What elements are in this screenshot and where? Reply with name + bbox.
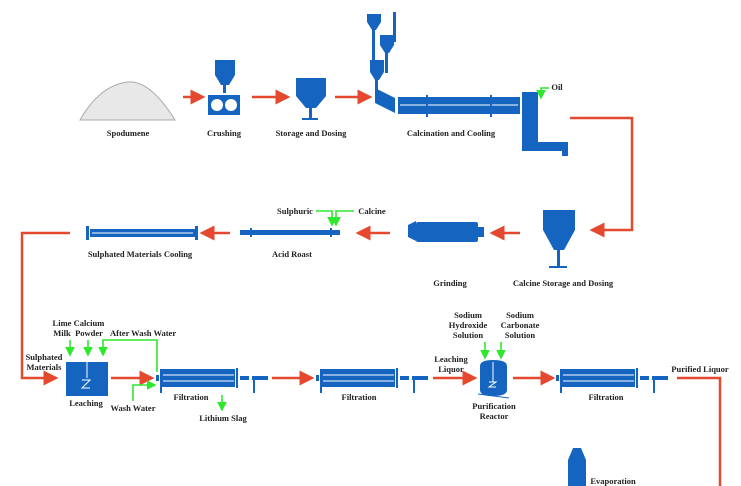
- label-calcium-powder-2: Powder: [75, 328, 103, 338]
- label-leaching: Leaching: [69, 398, 103, 408]
- label-purification-reactor-2: Reactor: [480, 411, 509, 421]
- label-sulphated-materials-2: Materials: [27, 362, 63, 372]
- label-lime-milk: Lime: [53, 318, 72, 328]
- label-sulphated-materials: Sulphated: [26, 352, 63, 362]
- label-crushing: Crushing: [207, 128, 242, 138]
- label-calcine-storage: Calcine Storage and Dosing: [513, 278, 614, 288]
- label-na2co3: Sodium: [506, 310, 534, 320]
- filter-unit-2: [315, 367, 429, 394]
- label-after-wash-water: After Wash Water: [110, 328, 176, 338]
- label-filtration-2: Filtration: [342, 392, 377, 402]
- label-naoh-3: Solution: [453, 330, 484, 340]
- calcine-feed-arrow: [331, 210, 354, 227]
- leaching-tank: [66, 362, 108, 396]
- label-lithium-slag: Lithium Slag: [199, 413, 247, 423]
- calcination-kiln-and-cooler: [367, 12, 568, 156]
- filter-unit-3: [555, 367, 669, 394]
- label-storage-dosing: Storage and Dosing: [276, 128, 348, 138]
- label-naoh-2: Hydroxide: [449, 320, 488, 330]
- oil-feed-arrow: [536, 87, 549, 100]
- evaporator: [568, 448, 586, 486]
- label-filtration-1: Filtration: [174, 392, 209, 402]
- label-evaporation: Evaporation: [590, 476, 636, 486]
- label-acid-roast: Acid Roast: [272, 249, 312, 259]
- crusher: [208, 60, 240, 115]
- label-purification-reactor: Purification: [472, 401, 516, 411]
- flow-line: [570, 116, 634, 238]
- label-filtration-3: Filtration: [589, 392, 624, 402]
- label-na2co3-3: Solution: [505, 330, 536, 340]
- label-leaching-liquor-2: Liquor: [438, 364, 464, 374]
- label-calcium-powder: Calcium: [74, 318, 105, 328]
- wash-water-arrow: [132, 380, 157, 401]
- label-sulphuric: Sulphuric: [277, 206, 313, 216]
- label-lime-milk-2: Milk: [53, 328, 71, 338]
- purification-reactor: [477, 360, 510, 399]
- label-wash-water: Wash Water: [111, 403, 156, 413]
- calcine-storage-hopper: [543, 210, 575, 268]
- label-na2co3-2: Carbonate: [501, 320, 540, 330]
- flow-line: [20, 231, 70, 386]
- label-purified-liquor: Purified Liquor: [671, 364, 729, 374]
- label-spodumene: Spodumene: [107, 128, 150, 138]
- label-calcination-cooling: Calcination and Cooling: [407, 128, 496, 138]
- label-oil: Oil: [551, 82, 563, 92]
- flow-line: [677, 376, 722, 486]
- spodumene-pile: [79, 81, 176, 121]
- after-wash-water-arrow: [98, 339, 158, 372]
- grinding-mill: [408, 221, 484, 242]
- filter-unit-1: [156, 368, 268, 393]
- label-sulphated-cooling: Sulphated Materials Cooling: [88, 249, 193, 259]
- sulphated-cooler: [86, 226, 198, 240]
- label-grinding: Grinding: [433, 278, 467, 288]
- label-naoh: Sodium: [454, 310, 482, 320]
- label-calcine: Calcine: [358, 206, 386, 216]
- label-leaching-liquor: Leaching: [434, 354, 468, 364]
- acid-roast-kiln: [240, 228, 340, 237]
- storage-hopper: [296, 78, 326, 120]
- sulphuric-feed-arrow: [316, 210, 337, 227]
